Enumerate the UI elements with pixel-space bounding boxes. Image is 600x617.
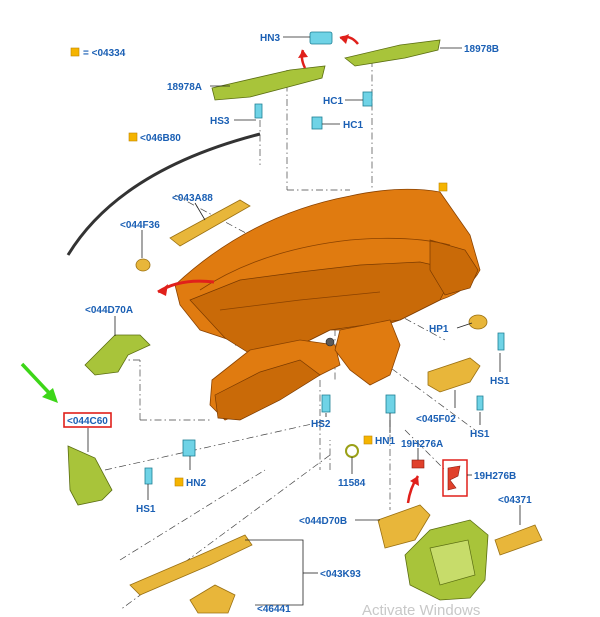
leader-lines [87,36,521,606]
fasteners [144,31,505,485]
part-19h276b-shape [447,465,461,491]
trim-043a88 [169,199,251,247]
nut-hn2 [182,439,196,457]
vent-duct-18978b [344,39,441,67]
label-hs1-right-lower: HS1 [470,429,490,440]
label-hs1-right-upper: HS1 [490,376,510,387]
label-046b80: <046B80 [140,133,181,144]
marker-046b80 [128,132,138,142]
callout-labels: = <04334 HN3 18978B 18978A HC1 HC1 HS3 <… [83,33,532,615]
windshield-trim-strip [66,132,261,256]
label-hc1-upper: HC1 [323,96,343,107]
label-hn2: HN2 [186,478,206,489]
label-hc1-lower: HC1 [343,120,363,131]
label-045f02: <045F02 [416,414,456,425]
center-bezel [404,519,489,601]
label-043k93: <043K93 [320,569,361,580]
screw-hs1-right-upper [497,332,505,351]
console-044d70b [377,504,431,549]
bracket-044d70a [84,334,151,376]
label-hn1: HN1 [375,436,395,447]
label-18978a: 18978A [167,82,202,93]
label-hs1-left: HS1 [136,504,156,515]
label-044f36: <044F36 [120,220,160,231]
legend-marker [70,47,80,57]
part-19h276a-shape [411,459,425,469]
nut-hn1 [385,394,396,414]
label-043a88: <043A88 [172,193,213,204]
screw-hs1-left [144,467,153,485]
label-hs3: HS3 [210,116,230,127]
label-11584: 11584 [338,478,366,489]
label-19h276a: 19H276A [401,439,443,450]
grommet-11584 [345,444,359,458]
label-044c60: <044C60 [67,416,108,427]
plug-hp1 [468,314,488,330]
highlight-box-044c60 [63,412,112,428]
nut-hn3 [309,31,333,45]
clip-044f36 [135,258,151,272]
label-044d70b: <044D70B [299,516,347,527]
label-hp1: HP1 [429,324,449,335]
label-hn3: HN3 [260,33,280,44]
label-044d70a: <044D70A [85,305,133,316]
screw-hs1-right-lower [476,395,484,411]
marker-hn2 [174,477,184,487]
vent-duct-18978a [211,65,326,101]
trim-043k93 [129,534,253,596]
label-04371: <04371 [498,495,532,506]
instrument-panel [174,188,481,421]
activation-watermark: Activate Windows [362,602,480,617]
green-arrow-icon [20,362,58,403]
bin-46441 [189,584,236,614]
label-hs2: HS2 [311,419,331,430]
marker-dashboard [438,182,448,192]
trim-04371 [494,524,543,556]
clip-hc1-upper [362,91,373,107]
screw-hs3 [254,103,263,119]
clip-hc1-lower [311,116,323,130]
marker-hn1 [363,435,373,445]
legend-text: = <04334 [83,48,126,59]
label-46441: <46441 [257,604,291,615]
bracket-045f02 [427,357,481,393]
screw-hs2 [321,394,331,413]
red-curved-arrow-icon [157,34,420,504]
yellow-square-icon [70,47,448,487]
label-19h276b: 19H276B [474,471,516,482]
end-cap-044c60 [67,445,113,506]
callout-box-19h276b [442,459,468,497]
label-18978b: 18978B [464,44,499,55]
